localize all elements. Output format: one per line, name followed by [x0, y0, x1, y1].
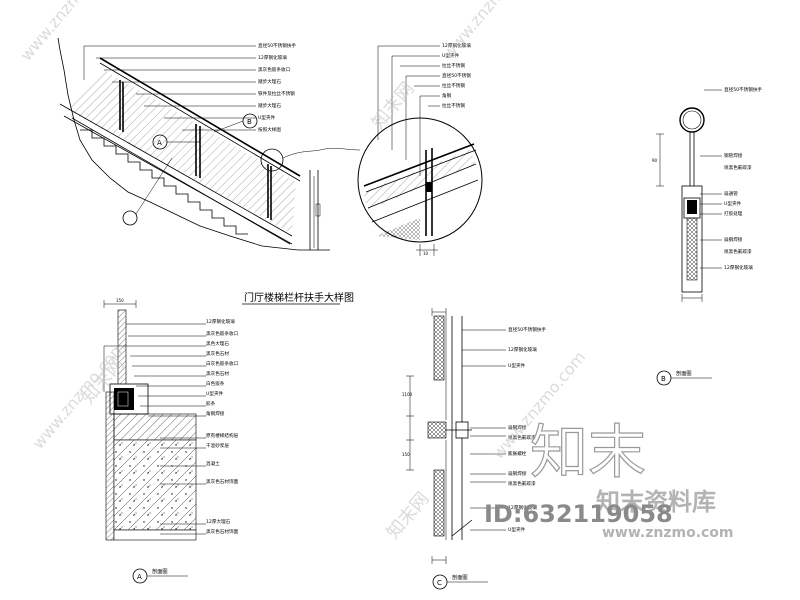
drawing-title-group: 门厅楼梯栏杆扶手大样图 [242, 291, 354, 305]
section-b-label-3: 扁通管 [724, 190, 738, 197]
drawing-title: 门厅楼梯栏杆扶手大样图 [244, 291, 354, 304]
detail-label-6: 拉丝不锈钢 [442, 102, 465, 109]
detail-label-0: 12厚钢化玻璃 [442, 42, 471, 49]
section-b-label-8: 12厚钢化玻璃 [724, 264, 753, 271]
section-c-dim-2: 150 [402, 452, 410, 457]
section-c-label-0: 直径50不锈钢扶手 [508, 326, 546, 333]
elev-label-7: 按照大样图 [258, 126, 281, 133]
section-b-dim: 90 [652, 158, 658, 163]
elev-marker-a: A [157, 139, 162, 147]
section-b-marker: B [661, 375, 666, 383]
section-a-label-15: 黑灰色石材饰面 [206, 528, 239, 535]
section-c-label-6: 扁钢焊接 [508, 470, 527, 477]
elevation-leaders [83, 45, 256, 131]
section-a-label-2: 黑色大理石 [206, 340, 229, 347]
section-a-label-1: 黑灰色嵌条收口 [206, 330, 239, 337]
elev-label-1: 12厚钢化玻璃 [258, 54, 287, 61]
section-b-label-5: 打胶处理 [724, 210, 743, 217]
section-c-label-7: 喷黑色氟碳漆 [508, 480, 536, 487]
stair-elevation: A B 直径50不锈钢扶手 12厚钢化玻璃 黑灰色嵌条收口 踏步大理石 铁件及拉… [57, 37, 361, 251]
section-c-dim-1: 1100 [402, 392, 413, 397]
detail-dim: 10 [423, 251, 429, 256]
section-b-label-7: 喷黑色氟碳漆 [724, 248, 752, 255]
watermark-url-2: www.znzmo.com [439, 0, 540, 63]
brand-url: www.znzmo.com [602, 525, 734, 541]
section-c-label-4: 喷黑色氟碳漆 [508, 434, 536, 441]
section-b: 90 直径50不锈钢扶手 钢管焊接 喷黑色氟碳漆 扁通管 U型夹件 打胶处理 扁… [652, 86, 762, 386]
section-a-label-11: 干混砂浆层 [206, 442, 229, 449]
section-a-label-4: 白灰色嵌条收口 [206, 360, 239, 367]
section-a-dim: 150 [116, 298, 124, 303]
section-c-label-9: U型夹件 [508, 526, 526, 533]
section-c-caption: 剖面图 [452, 573, 468, 581]
section-a-label-9: 角钢焊接 [206, 410, 225, 417]
drawing-id: ID:632119058 [484, 500, 673, 528]
section-b-caption: 剖面图 [676, 369, 692, 377]
section-a-label-10: 原有楼梯结构层 [206, 432, 239, 439]
section-b-label-6: 扁钢焊接 [724, 236, 743, 243]
section-a-label-12: 混凝土 [206, 460, 220, 467]
section-a-label-14: 12厚大理石 [206, 518, 231, 525]
section-a: 150 12厚钢化玻璃 黑灰色嵌条收口 黑色大理石 黑灰色石材 白灰色 [103, 298, 239, 584]
section-b-label-2: 喷黑色氟碳漆 [724, 164, 752, 171]
brand-cn: 知末资料库 [596, 488, 716, 516]
section-c-label-8: 12厚钢化玻璃 [508, 504, 537, 511]
watermark-cn-3: 知末网 [383, 488, 434, 543]
section-a-marker: A [137, 573, 142, 581]
section-a-label-5: 黑灰色石材 [206, 370, 229, 377]
elev-label-6: U型夹件 [258, 114, 276, 121]
detail-label-3: 直径50不锈钢 [442, 72, 471, 79]
elev-label-4: 铁件及拉丝不锈钢 [258, 90, 295, 97]
detail-label-5: 角钢 [442, 92, 452, 99]
section-a-label-3: 黑灰色石材 [206, 350, 229, 357]
section-c-label-2: U型夹件 [508, 362, 526, 369]
section-c-label-5: 膨胀螺栓 [508, 450, 527, 457]
brand-large: 知末 [530, 418, 646, 486]
detail-label-2: 拉丝不锈钢 [442, 62, 465, 69]
elev-label-2: 黑灰色嵌条收口 [258, 66, 291, 73]
elev-marker-b: B [247, 118, 252, 126]
section-a-label-0: 12厚钢化玻璃 [206, 318, 235, 325]
brand-logo: 知末 知末资料库 ID:632119058 www.znzmo.com [484, 417, 734, 541]
section-b-label-4: U型夹件 [724, 200, 742, 207]
detail-label-4: 拉丝不锈钢 [442, 82, 465, 89]
section-c: 1100 150 直径50不锈钢扶手 12厚钢化玻璃 U型夹件 扁钢焊接 喷黑色… [402, 308, 546, 590]
watermark-url-1: www.znzmo.com [17, 0, 118, 65]
section-c-label-3: 扁钢焊接 [508, 424, 527, 431]
detail-circle: 10 12厚钢化玻璃 U型夹件 拉丝不锈钢 直径50不锈钢 拉丝不锈钢 角钢 拉… [357, 42, 483, 256]
section-b-label-1: 钢管焊接 [724, 152, 743, 159]
section-c-label-1: 12厚钢化玻璃 [508, 346, 537, 353]
elev-label-5: 踏步大理石 [258, 102, 281, 109]
section-a-label-7: U型夹件 [206, 390, 224, 397]
section-a-label-6: 白色嵌条 [206, 380, 225, 387]
section-c-marker: C [437, 579, 442, 587]
section-b-label-0: 直径50不锈钢扶手 [724, 86, 762, 93]
section-a-label-13: 黑灰色石材饰面 [206, 478, 239, 485]
section-a-caption: 剖面图 [152, 567, 168, 575]
detail-label-1: U型夹件 [442, 52, 460, 59]
section-a-label-8: 胶条 [206, 400, 216, 407]
elev-label-3: 踏步大理石 [258, 78, 281, 85]
elev-label-0: 直径50不锈钢扶手 [258, 42, 296, 49]
